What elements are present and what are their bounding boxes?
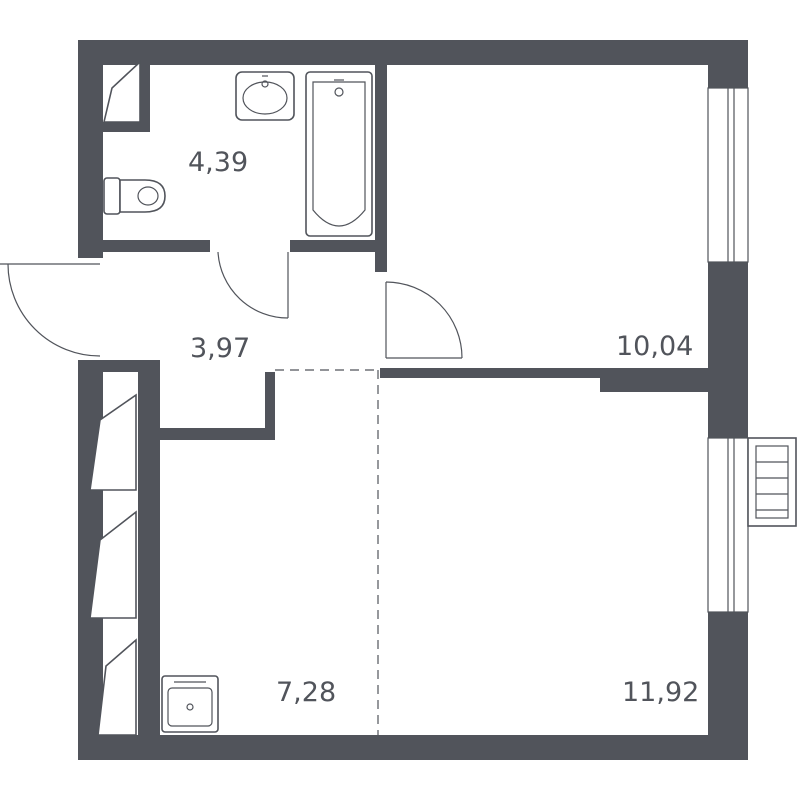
hall-kitchen-post xyxy=(265,372,275,438)
bathroom-wall-left xyxy=(100,240,210,252)
interior-walls xyxy=(100,60,710,740)
area-living-room: 11,92 xyxy=(622,677,699,708)
storage-niches xyxy=(89,393,137,736)
zone-dividers xyxy=(275,369,380,735)
bathroom-wall-right xyxy=(290,240,385,252)
bathroom-bedroom-wall xyxy=(375,60,387,272)
hall-kitchen-wall xyxy=(160,428,275,440)
kitchen-sink xyxy=(161,675,219,733)
bathtub xyxy=(305,71,373,237)
exterior-walls xyxy=(78,40,748,760)
bedroom-door xyxy=(385,281,463,359)
bathroom-door xyxy=(217,251,289,319)
area-labels: 4,39 3,97 10,04 7,28 11,92 xyxy=(188,147,699,708)
top-wall xyxy=(78,40,748,65)
shaft xyxy=(102,60,141,123)
kitchen-inner-wall xyxy=(138,368,160,740)
bedroom-window xyxy=(707,87,749,263)
area-hallway: 3,97 xyxy=(190,333,250,364)
area-kitchen: 7,28 xyxy=(276,677,336,708)
left-wall-upper xyxy=(78,40,103,258)
bedroom-living-wall xyxy=(380,368,610,378)
shaft-wall-v xyxy=(140,60,150,132)
bottom-wall xyxy=(78,735,748,760)
living-room-window xyxy=(707,437,749,613)
toilet xyxy=(103,177,166,215)
right-wall-top xyxy=(708,40,748,88)
right-wall-mid xyxy=(708,262,748,438)
right-wall-bottom xyxy=(708,612,748,760)
area-bathroom: 4,39 xyxy=(188,147,248,178)
entrance-door xyxy=(0,263,101,357)
balcony xyxy=(747,437,797,527)
area-bedroom: 10,04 xyxy=(616,331,693,362)
shaft-wall-h xyxy=(100,122,150,132)
bedroom-living-wall-end xyxy=(600,368,710,392)
sink xyxy=(235,71,295,121)
